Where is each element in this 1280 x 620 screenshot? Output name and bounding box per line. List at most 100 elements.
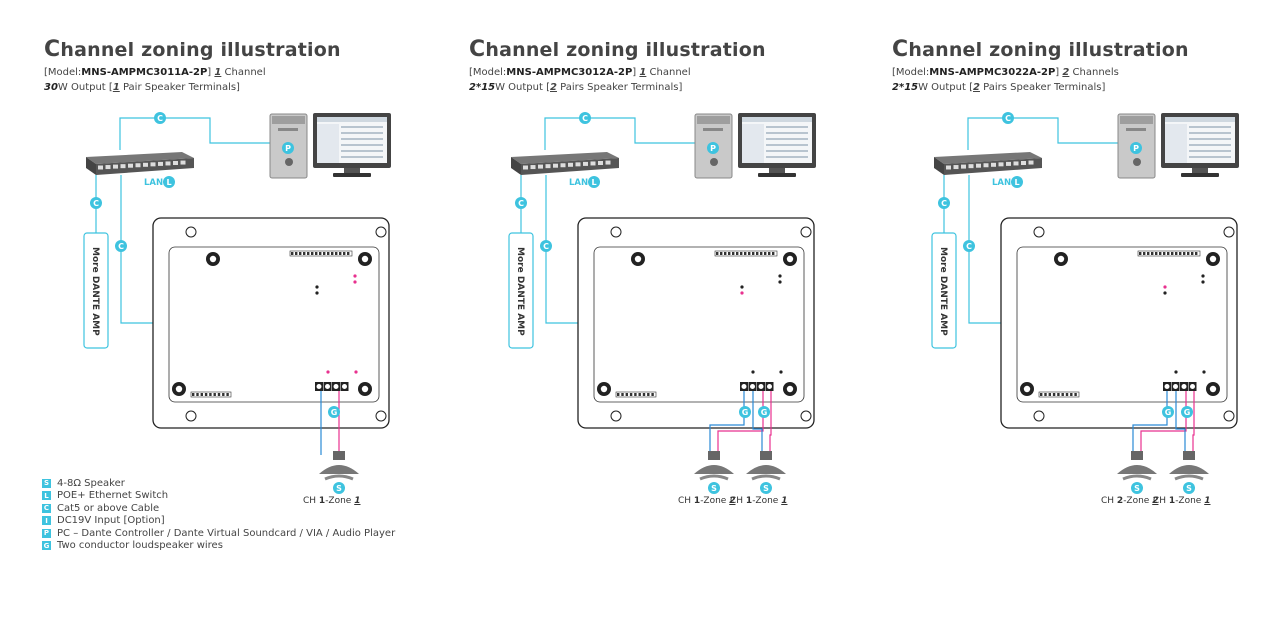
wire-badge-icon: G [1181, 406, 1193, 418]
wire-badge-icon: G [739, 406, 751, 418]
speaker-wire [752, 391, 772, 455]
lan-badge-icon: L [588, 176, 600, 188]
poe-switch-icon [934, 152, 1042, 175]
legend-text: POE+ Ethernet Switch [57, 490, 169, 502]
lan-label: LAN [144, 178, 163, 188]
monitor-icon [738, 113, 816, 177]
zone-mid: -Zone [1123, 496, 1153, 506]
network-cable [119, 117, 272, 150]
badge-letter: G [1184, 408, 1191, 417]
badge-letter: S [1186, 484, 1192, 493]
cable-badge-icon: C [515, 197, 527, 209]
network-cable [120, 175, 153, 324]
zone-mid: -Zone [325, 496, 355, 506]
badge-letter: C [118, 242, 124, 251]
cable-badge-icon: C [1002, 112, 1014, 124]
badge-letter: L [166, 178, 171, 187]
poe-switch-icon [511, 152, 619, 175]
badge-letter: G [761, 408, 768, 417]
legend-badge: I [42, 516, 51, 526]
badge-letter: P [285, 144, 291, 153]
zone-ch-prefix: CH [1101, 496, 1117, 506]
model-prefix: [Model: [892, 67, 930, 78]
network-cable [545, 175, 578, 324]
badge-letter: C [1005, 114, 1011, 123]
zone-label: CH 1-Zone 1 [303, 496, 360, 506]
legend-text: PC – Dante Controller / Dante Virtual So… [57, 527, 396, 539]
badge-letter: G [1165, 408, 1172, 417]
network-cable [968, 175, 1001, 324]
lan-label: LAN [569, 178, 588, 188]
legend-item: P PC – Dante Controller / Dante Virtual S… [42, 527, 395, 540]
title-rest: hannel zoning illustration [60, 39, 341, 61]
legend-text: Cat5 or above Cable [57, 502, 160, 514]
model-suffix: ] [1055, 67, 1060, 78]
model-suffix: ] [207, 67, 212, 78]
legend-text: DC19V Input [Option] [57, 515, 165, 527]
zone-mid: -Zone [752, 496, 782, 506]
cable-badge-icon: C [115, 240, 127, 252]
more-amp-label: More DANTE AMP [938, 247, 948, 336]
badge-letter: P [710, 144, 716, 153]
pair-count: 1 [112, 82, 120, 93]
zone-mid: -Zone [1175, 496, 1205, 506]
zone-ch-prefix: CH [303, 496, 319, 506]
cable-badge-icon: C [90, 197, 102, 209]
badge-letter: G [331, 408, 338, 417]
speaker-badge-icon: S [333, 482, 345, 494]
legend-text: 4-8Ω Speaker [57, 477, 125, 489]
cable-badge-icon: C [963, 240, 975, 252]
badge-letter: G [742, 408, 749, 417]
badge-letter: C [93, 199, 99, 208]
zone-label: CH 1-Zone 1 [730, 496, 787, 506]
legend-badge: P [42, 528, 51, 538]
model-suffix: ] [632, 67, 637, 78]
cable-badge-icon: C [540, 240, 552, 252]
zone-number: 1 [1204, 496, 1211, 506]
zone-mid: -Zone [700, 496, 730, 506]
speaker-badge-icon: S [760, 482, 772, 494]
badge-letter: C [582, 114, 588, 123]
model-name: MNS-AMPMC3011A-2P [81, 67, 208, 78]
legend-badge: L [42, 491, 51, 501]
more-amp-label: More DANTE AMP [515, 247, 525, 336]
legend-badge: S [42, 478, 51, 488]
wire-badge-icon: G [328, 406, 340, 418]
panel-title: Channel zoning illustration [469, 37, 766, 62]
model-prefix: [Model: [44, 67, 82, 78]
zone-channel: 1 [745, 496, 753, 506]
badge-letter: C [518, 199, 524, 208]
pair-count: 2 [550, 82, 557, 93]
cable-badge-icon: C [938, 197, 950, 209]
network-cable [967, 117, 1120, 150]
more-amp-box [931, 232, 957, 349]
speaker-icon [319, 451, 359, 481]
title-rest: hannel zoning illustration [908, 39, 1189, 61]
title-initial: C [44, 37, 61, 62]
pair-text: Pairs Speaker Terminals] [556, 82, 683, 93]
badge-letter: S [336, 484, 342, 493]
badge-letter: L [1014, 178, 1019, 187]
cable-badge-icon: C [154, 112, 166, 124]
output-line: 2*15W Output [2 Pairs Speaker Terminals] [892, 82, 1105, 93]
lan-badge-icon: L [163, 176, 175, 188]
title-initial: C [892, 37, 909, 62]
output-line: 30W Output [1 Pair Speaker Terminals] [44, 82, 240, 93]
speaker-icon [1117, 451, 1157, 481]
channel-word: Channel [646, 67, 691, 78]
speaker-icon [1169, 451, 1209, 481]
badge-letter: S [711, 484, 717, 493]
pair-text: Pair Speaker Terminals] [119, 82, 240, 93]
panel-3: Channel zoning illustration [Model:MNS-A… [848, 0, 1274, 620]
badge-letter: C [157, 114, 163, 123]
zone-number: 2 [1152, 496, 1159, 506]
panel-2: Channel zoning illustration [Model:MNS-A… [425, 0, 851, 620]
zone-label: CH 1-Zone 1 [1153, 496, 1210, 506]
channel-word: Channel [221, 67, 266, 78]
zone-number: 1 [354, 496, 361, 506]
